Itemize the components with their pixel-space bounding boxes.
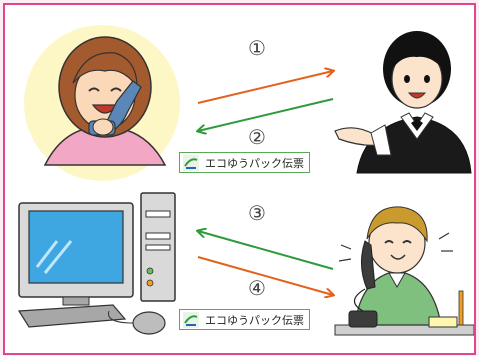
- step-2-label: ②: [248, 125, 266, 149]
- staff-woman-illustration: [334, 31, 472, 174]
- eco-yu-pack-slip-bottom: エコゆうパック伝票: [179, 309, 310, 330]
- step-4-label: ④: [248, 276, 266, 300]
- arrow-step-4: [197, 256, 333, 295]
- step-3-label: ③: [248, 201, 266, 225]
- eco-yu-pack-slip-top: エコゆうパック伝票: [179, 152, 310, 173]
- clerk-on-phone-illustration: [334, 206, 474, 336]
- slip-label-text: エコゆうパック伝票: [205, 313, 304, 327]
- slip-label-text: エコゆうパック伝票: [205, 156, 304, 170]
- step-1-label: ①: [248, 36, 266, 60]
- arrow-step-3: [198, 231, 334, 270]
- customer-on-phone-illustration: [24, 25, 180, 181]
- arrow-step-2: [198, 98, 334, 131]
- diagram-canvas: [17, 25, 474, 336]
- eco-yu-pack-logo-icon: [183, 311, 199, 328]
- eco-yu-pack-logo-icon: [183, 154, 199, 171]
- arrow-step-1: [197, 71, 333, 104]
- computer-illustration: [17, 192, 176, 335]
- diagram-frame: ① ② ③ ④ エコゆうパック伝票 エコゆうパック伝票: [3, 3, 476, 355]
